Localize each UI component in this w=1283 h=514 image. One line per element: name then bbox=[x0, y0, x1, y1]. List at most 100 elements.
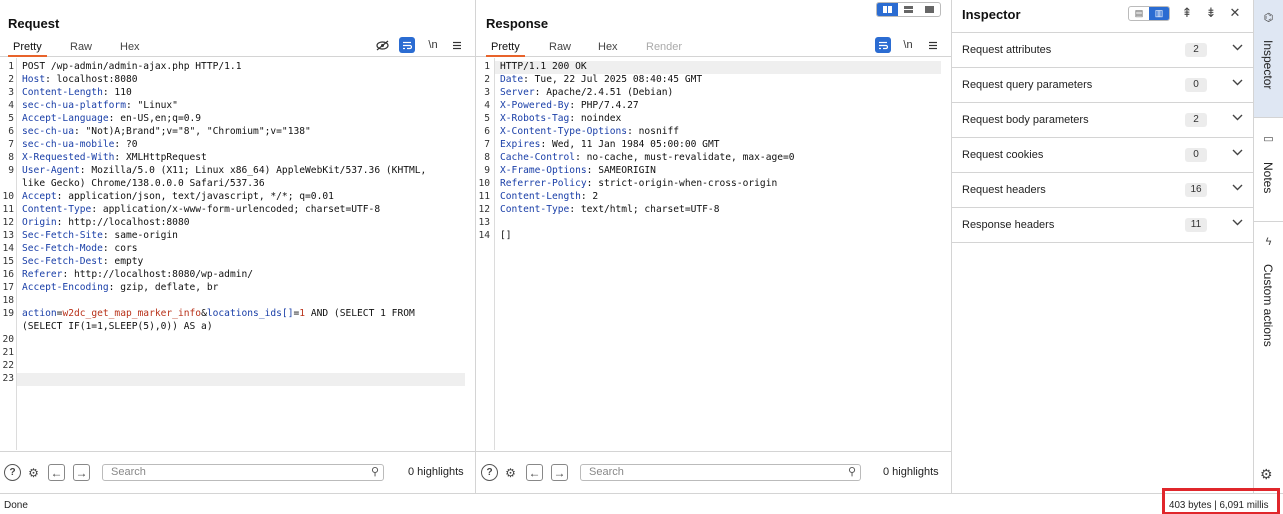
header-name: Date bbox=[500, 74, 524, 85]
chevron-down-icon[interactable] bbox=[1232, 112, 1243, 124]
expand-all-icon[interactable]: ⇞ bbox=[1181, 5, 1193, 20]
list-view-icon[interactable]: ▤ bbox=[1134, 8, 1144, 18]
header-name: X-Frame-Options bbox=[500, 165, 587, 176]
header-name: Content-Type bbox=[22, 204, 92, 215]
code-text: : http://localhost:8080 bbox=[56, 217, 190, 228]
line-gutter bbox=[476, 58, 495, 450]
line-number: 17 bbox=[2, 282, 14, 293]
request-search-input[interactable]: Search ⚲ bbox=[102, 464, 384, 481]
inspector-section[interactable]: Request body parameters 2 bbox=[952, 103, 1253, 138]
request-tab-pretty[interactable]: Pretty bbox=[8, 40, 47, 57]
header-name: Host bbox=[22, 74, 46, 85]
line-number: 20 bbox=[2, 334, 14, 345]
menu-icon[interactable] bbox=[925, 37, 941, 53]
search-icon: ⚲ bbox=[847, 466, 856, 478]
forward-arrow-icon[interactable]: → bbox=[73, 464, 90, 481]
help-icon[interactable]: ? bbox=[4, 464, 21, 481]
line-number: 8 bbox=[8, 152, 14, 163]
search-placeholder: Search bbox=[589, 466, 624, 478]
newline-icon[interactable]: \n bbox=[428, 39, 438, 51]
request-highlights-count: 0 highlights bbox=[408, 466, 464, 478]
count-badge: 0 bbox=[1185, 148, 1207, 162]
count-badge: 0 bbox=[1185, 78, 1207, 92]
layout-split-icon[interactable] bbox=[877, 3, 898, 16]
header-name: Origin bbox=[22, 217, 57, 228]
wrap-lines-icon[interactable] bbox=[875, 37, 891, 53]
code-line: Accept-Encoding: gzip, deflate, br bbox=[22, 282, 218, 293]
chevron-down-icon[interactable] bbox=[1232, 182, 1243, 194]
wrap-lines-icon[interactable] bbox=[399, 37, 415, 53]
code-line: Sec-Fetch-Site: same-origin bbox=[22, 230, 178, 241]
response-tab-hex[interactable]: Hex bbox=[598, 41, 618, 53]
response-tab-pretty[interactable]: Pretty bbox=[486, 40, 525, 57]
code-text: like Gecko) Chrome/138.0.0.0 Safari/537.… bbox=[22, 178, 265, 189]
inspector-section-label: Request attributes bbox=[962, 44, 1052, 56]
request-tabs: Pretty Raw Hex bbox=[0, 38, 475, 57]
response-search-input[interactable]: Search ⚲ bbox=[580, 464, 861, 481]
chevron-down-icon[interactable] bbox=[1232, 42, 1243, 54]
code-line: Cache-Control: no-cache, must-revalidate… bbox=[500, 152, 795, 163]
chevron-down-icon[interactable] bbox=[1232, 77, 1243, 89]
rail-tab-notes[interactable]: ▭ Notes bbox=[1254, 118, 1283, 222]
rail-tab-inspector[interactable]: ⌬ Inspector bbox=[1254, 0, 1283, 118]
forward-arrow-icon[interactable]: → bbox=[551, 464, 568, 481]
line-number: 8 bbox=[484, 152, 490, 163]
request-search-bar: ? ⚙ ← → Search ⚲ 0 highlights bbox=[0, 451, 475, 493]
settings-gear-icon[interactable]: ⚙ bbox=[28, 465, 39, 480]
response-stats-highlighted: 403 bytes | 6,091 millis bbox=[1162, 488, 1280, 514]
layout-horizontal-icon[interactable] bbox=[898, 3, 919, 16]
layout-single-icon[interactable] bbox=[919, 3, 940, 16]
response-highlights-count: 0 highlights bbox=[883, 466, 939, 478]
back-arrow-icon[interactable]: ← bbox=[48, 464, 65, 481]
code-line: sec-ch-ua: "Not)A;Brand";v="8", "Chromiu… bbox=[22, 126, 311, 137]
code-text: [] bbox=[500, 230, 512, 241]
header-name: Referer bbox=[22, 269, 63, 280]
close-icon[interactable]: ✕ bbox=[1229, 5, 1241, 20]
header-name: Sec-Fetch-Mode bbox=[22, 243, 103, 254]
line-number: 7 bbox=[8, 139, 14, 150]
rail-tab-custom-actions[interactable]: ϟ Custom actions bbox=[1254, 222, 1283, 364]
code-text: : "Linux" bbox=[125, 100, 178, 111]
settings-gear-icon[interactable]: ⚙ bbox=[1260, 466, 1273, 482]
code-text: : 2 bbox=[580, 191, 599, 202]
menu-icon[interactable] bbox=[449, 37, 465, 53]
chevron-down-icon[interactable] bbox=[1232, 217, 1243, 229]
chevron-down-icon[interactable] bbox=[1232, 147, 1243, 159]
code-line: action=w2dc_get_map_marker_info&location… bbox=[22, 308, 415, 319]
hide-eye-icon[interactable] bbox=[374, 37, 390, 53]
split-view-icon[interactable]: ▥ bbox=[1149, 7, 1169, 20]
param-name: locations_ids[] bbox=[206, 308, 294, 319]
request-tab-hex[interactable]: Hex bbox=[120, 41, 140, 53]
collapse-all-icon[interactable]: ⇟ bbox=[1205, 5, 1217, 20]
code-line: HTTP/1.1 200 OK bbox=[500, 61, 587, 72]
back-arrow-icon[interactable]: ← bbox=[526, 464, 543, 481]
inspector-section-label: Request body parameters bbox=[962, 114, 1089, 126]
status-bar: Done 403 bytes | 6,091 millis bbox=[0, 488, 1283, 514]
response-tab-render[interactable]: Render bbox=[646, 41, 683, 53]
line-number: 12 bbox=[2, 217, 14, 228]
newline-icon[interactable]: \n bbox=[903, 39, 913, 51]
rail-tab-label: Inspector bbox=[1261, 40, 1275, 90]
response-tab-raw[interactable]: Raw bbox=[549, 41, 572, 53]
response-search-bar: ? ⚙ ← → Search ⚲ 0 highlights bbox=[476, 451, 951, 493]
inspector-section[interactable]: Request attributes 2 bbox=[952, 33, 1253, 68]
rail-tab-label: Notes bbox=[1261, 162, 1275, 194]
settings-gear-icon[interactable]: ⚙ bbox=[505, 465, 516, 480]
help-icon[interactable]: ? bbox=[481, 464, 498, 481]
line-number: 13 bbox=[478, 217, 490, 228]
count-badge: 2 bbox=[1185, 113, 1207, 127]
code-text: AND (SELECT 1 FROM bbox=[305, 308, 415, 319]
request-tab-raw[interactable]: Raw bbox=[70, 41, 93, 53]
code-text: : application/x-www-form-urlencoded; cha… bbox=[91, 204, 381, 215]
code-line: X-Requested-With: XMLHttpRequest bbox=[22, 152, 207, 163]
header-name: sec-ch-ua bbox=[22, 126, 74, 137]
code-text: : SAMEORIGIN bbox=[586, 165, 656, 176]
count-badge: 2 bbox=[1185, 43, 1207, 57]
